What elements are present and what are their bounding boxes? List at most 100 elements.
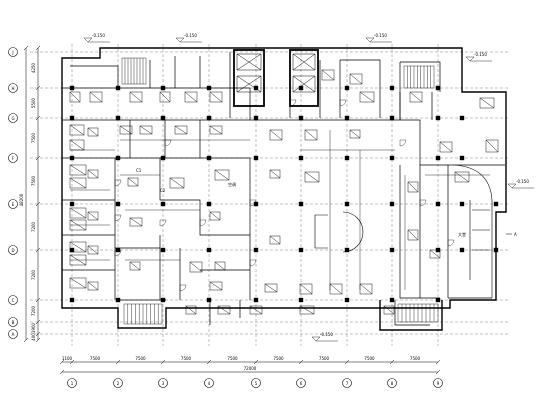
equipment-cross — [209, 281, 223, 291]
south-stair-outline — [379, 300, 443, 331]
equipment-unit — [129, 91, 143, 103]
elevation-marker: -0.150 — [465, 52, 492, 62]
equipment-box — [209, 211, 221, 221]
elevator-car — [236, 53, 262, 71]
dimension-tick — [298, 359, 304, 365]
curved-wall — [342, 211, 364, 253]
grid-bubble-row: A — [8, 329, 18, 339]
door-swing — [249, 199, 257, 207]
equipment-box — [359, 91, 375, 103]
door-swing — [114, 179, 122, 187]
structural-column — [298, 115, 304, 121]
grid-bubble-row: G — [8, 113, 18, 123]
equipment-box — [214, 169, 230, 181]
equipment-unit — [217, 305, 231, 315]
stairs — [121, 57, 439, 325]
structural-column — [253, 297, 259, 303]
elevation-text: -0.150 — [516, 179, 529, 184]
equipment-cross — [69, 207, 87, 219]
stair-flight — [397, 303, 439, 323]
equipment-box — [87, 211, 99, 221]
door-swing — [199, 219, 207, 227]
equipment-unit — [299, 305, 315, 315]
equipment-cross — [69, 277, 87, 289]
equipment-cross — [383, 305, 395, 315]
equipment-box — [89, 91, 103, 103]
dimension-text: 1100 — [62, 356, 73, 361]
grid-bubble-label: G — [11, 116, 14, 121]
grid-bubble-circle — [296, 378, 306, 388]
grid-bubble-label: 4 — [208, 381, 211, 386]
dimension-text: 7500 — [181, 356, 192, 361]
grid-bubble-column: 5 — [251, 378, 261, 388]
stair-outline — [403, 65, 435, 89]
door-swing — [114, 214, 122, 222]
equipment-cross — [479, 97, 495, 109]
equipment-unit — [89, 91, 103, 103]
structural-column — [389, 201, 395, 207]
equipment-unit — [69, 207, 87, 219]
structural-column — [435, 155, 441, 161]
equipment-box — [383, 305, 395, 315]
dimension-tick — [435, 369, 441, 375]
equipment-cross — [407, 181, 419, 193]
grid-bubble-label: 9 — [437, 381, 440, 386]
duct-line — [120, 139, 250, 261]
wall-line — [399, 165, 440, 299]
equipment-cross — [87, 127, 99, 137]
wall-line — [400, 92, 505, 166]
curved-facade — [454, 164, 493, 298]
dimension-tick — [35, 337, 41, 343]
elevation-text: -0.150 — [474, 52, 487, 57]
equipment-box — [349, 129, 361, 139]
structural-column — [389, 247, 395, 253]
equipment-unit — [127, 177, 139, 187]
grid-bubble-circle — [8, 153, 18, 163]
structural-column — [298, 247, 304, 253]
door-swing — [159, 219, 167, 227]
grid-bubble-label: 2 — [117, 381, 120, 386]
equipment-cross — [69, 91, 81, 103]
equipment-cross — [69, 177, 87, 189]
dimension-text: 400 — [31, 333, 36, 341]
zone-label-left: C1 — [136, 168, 142, 173]
door-swing — [289, 99, 297, 107]
equipment-cross — [129, 261, 141, 271]
equipment-unit — [69, 277, 87, 289]
equipment-box — [407, 229, 419, 241]
equipment-unit — [184, 91, 198, 103]
structural-column — [435, 115, 441, 121]
equipment-unit — [485, 139, 499, 153]
wall-line — [115, 235, 250, 300]
elevator-car — [292, 53, 316, 71]
equipment-cross — [217, 305, 231, 315]
elevation-text: -0.150 — [184, 33, 197, 38]
wall-line — [120, 299, 241, 325]
elevation-marker: -0.150 — [83, 33, 110, 43]
equipment-unit — [129, 261, 141, 271]
equipment-cross — [69, 124, 85, 136]
duct-line — [404, 174, 490, 290]
stair-flight — [403, 65, 435, 89]
equipment-unit — [119, 125, 133, 135]
grid-bubble-row: E — [8, 199, 18, 209]
structural-column — [253, 201, 259, 207]
dimension-text: 4250 — [31, 62, 36, 73]
grid-bubble-circle — [8, 83, 18, 93]
wall-line — [399, 61, 441, 120]
equipment-unit — [429, 249, 441, 259]
equipment-box — [127, 177, 139, 187]
grid-bubble-label: 3 — [162, 381, 165, 386]
grid-bubble-label: 5 — [255, 381, 258, 386]
equipment-unit — [69, 177, 87, 189]
equipment-cross — [429, 249, 441, 259]
grid-bubble-row: F — [8, 153, 18, 163]
elevator-car — [292, 75, 316, 93]
equipment-box — [87, 245, 99, 255]
equipment-box — [169, 177, 185, 189]
structural-column — [253, 155, 259, 161]
structural-column — [493, 201, 499, 207]
grid-bubble-row: H — [8, 83, 18, 93]
equipment-box — [69, 164, 87, 176]
grid-bubble-row: D — [8, 245, 18, 255]
